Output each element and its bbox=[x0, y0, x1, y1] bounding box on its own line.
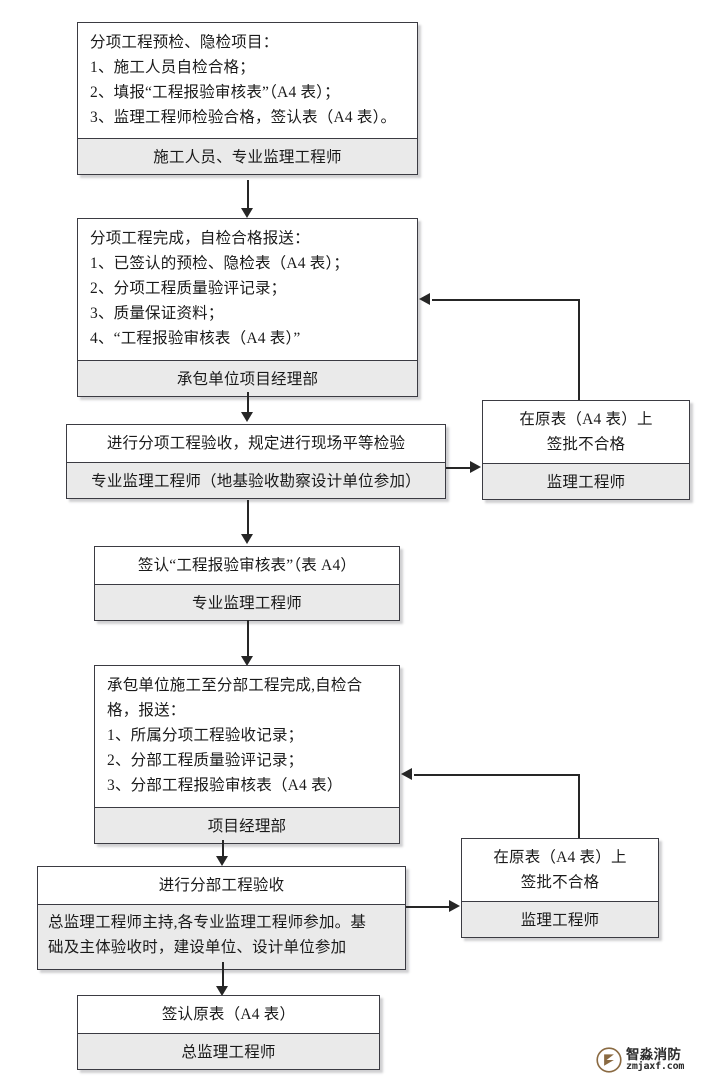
watermark-brand: 智淼消防 bbox=[626, 1047, 682, 1063]
node-actor: 承包单位项目经理部 bbox=[78, 359, 417, 396]
body-line: 格，报送： bbox=[107, 702, 186, 720]
body-line: 进行分部工程验收 bbox=[158, 877, 285, 894]
connector-n3-n4 bbox=[247, 500, 249, 536]
connector-n2-n3 bbox=[247, 392, 249, 414]
node-actor: 监理工程师 bbox=[483, 463, 689, 500]
arrowhead-n6-n7 bbox=[216, 986, 228, 996]
body-line: 1、已签认的预检、隐检表（A4 表）； bbox=[90, 255, 350, 273]
arrowhead-n5-n6 bbox=[216, 856, 228, 866]
node-box-division-complete: 承包单位施工至分部工程完成,自检合 格，报送： 1、所属分项工程验收记录； 2、… bbox=[94, 665, 400, 844]
connector-r2-n5-horizontal bbox=[414, 774, 580, 776]
body-line: 4、“工程报验审核表（A4 表）” bbox=[90, 330, 301, 348]
body-line: 在原表（A4 表）上 bbox=[519, 411, 653, 428]
node-body: 在原表（A4 表）上 签批不合格 bbox=[483, 401, 689, 464]
arrowhead-r2-n5 bbox=[401, 768, 412, 780]
body-line: 签批不合格 bbox=[520, 874, 600, 892]
body-line: 1、所属分项工程验收记录； bbox=[107, 727, 304, 745]
body-line: 2、填报“工程报验审核表”（A4 表）； bbox=[90, 84, 340, 102]
node-body: 分项工程完成，自检合格报送： 1、已签认的预检、隐检表（A4 表）； 2、分项工… bbox=[78, 219, 417, 360]
watermark: 智淼消防 zmjaxf.com bbox=[596, 1047, 684, 1073]
node-box-subitem-acceptance: 进行分项工程验收，规定进行现场平等检验 专业监理工程师（地基验收勘察设计单位参加… bbox=[66, 424, 446, 500]
watermark-url: zmjaxf.com bbox=[626, 1060, 685, 1072]
body-line: 2、分部工程质量验评记录； bbox=[107, 752, 304, 770]
connector-n3-r1 bbox=[446, 467, 472, 469]
node-actor: 项目经理部 bbox=[95, 806, 399, 843]
arrowhead-n3-r1 bbox=[470, 461, 481, 473]
node-box-division-acceptance: 进行分部工程验收 总监理工程师主持,各专业监理工程师参加。基 础及主体验收时，建… bbox=[37, 866, 406, 970]
node-box-sign-form: 签认“工程报验审核表”（表 A4） 专业监理工程师 bbox=[94, 546, 400, 622]
node-actor: 监理工程师 bbox=[462, 901, 658, 938]
node-body: 在原表（A4 表）上 签批不合格 bbox=[462, 839, 658, 902]
body-line: 分项工程完成，自检合格报送： bbox=[90, 230, 310, 247]
node-body: 签认“工程报验审核表”（表 A4） bbox=[95, 547, 399, 585]
node-box-subitem-complete: 分项工程完成，自检合格报送： 1、已签认的预检、隐检表（A4 表）； 2、分项工… bbox=[77, 218, 418, 397]
node-body: 分项工程预检、隐检项目： 1、施工人员自检合格； 2、填报“工程报验审核表”（A… bbox=[78, 23, 417, 139]
connector-n5-n6 bbox=[222, 840, 224, 858]
node-box-reject-subitem: 在原表（A4 表）上 签批不合格 监理工程师 bbox=[482, 400, 690, 501]
node-actor: 专业监理工程师 bbox=[95, 584, 399, 621]
arrowhead-n2-n3 bbox=[241, 412, 253, 422]
node-actor: 施工人员、专业监理工程师 bbox=[78, 138, 417, 175]
node-box-subitem-precheck: 分项工程预检、隐检项目： 1、施工人员自检合格； 2、填报“工程报验审核表”（A… bbox=[77, 22, 418, 176]
node-body: 进行分部工程验收 bbox=[38, 867, 405, 905]
arrowhead-n6-r2 bbox=[449, 900, 460, 912]
body-line: 在原表（A4 表）上 bbox=[493, 849, 627, 866]
node-box-sign-original-form: 签认原表（A4 表） 总监理工程师 bbox=[77, 995, 380, 1071]
zhimiao-logo-icon bbox=[596, 1047, 622, 1073]
node-body: 进行分项工程验收，规定进行现场平等检验 bbox=[67, 425, 445, 463]
arrowhead-n3-n4 bbox=[241, 534, 253, 544]
node-body: 签认原表（A4 表） bbox=[78, 996, 379, 1034]
body-line: 签批不合格 bbox=[546, 436, 626, 454]
arrowhead-r1-n2 bbox=[419, 293, 430, 305]
body-line: 3、质量保证资料； bbox=[90, 305, 224, 323]
connector-n4-n5 bbox=[247, 620, 249, 658]
watermark-text: 智淼消防 zmjaxf.com bbox=[626, 1048, 684, 1072]
arrowhead-n4-n5 bbox=[241, 656, 253, 666]
arrowhead-n1-n2 bbox=[241, 208, 253, 218]
body-line: 2、分项工程质量验评记录； bbox=[90, 280, 287, 298]
node-box-reject-division: 在原表（A4 表）上 签批不合格 监理工程师 bbox=[461, 838, 659, 939]
body-line: 3、监理工程师检验合格，签认表（A4 表）。 bbox=[90, 109, 397, 127]
connector-n1-n2 bbox=[247, 180, 249, 210]
body-line: 签认“工程报验审核表”（表 A4） bbox=[137, 557, 357, 574]
body-line: 进行分项工程验收，规定进行现场平等检验 bbox=[106, 435, 406, 452]
node-actor: 总监理工程师主持,各专业监理工程师参加。基 础及主体验收时，建设单位、设计单位参… bbox=[38, 904, 405, 969]
actor-line: 总监理工程师主持,各专业监理工程师参加。基 bbox=[48, 914, 367, 932]
connector-n6-n7 bbox=[222, 962, 224, 988]
node-actor: 总监理工程师 bbox=[78, 1033, 379, 1070]
body-line: 1、施工人员自检合格； bbox=[90, 59, 255, 77]
node-body: 承包单位施工至分部工程完成,自检合 格，报送： 1、所属分项工程验收记录； 2、… bbox=[95, 666, 399, 807]
connector-r2-n5-vertical bbox=[578, 775, 580, 860]
body-line: 签认原表（A4 表） bbox=[161, 1006, 296, 1023]
body-line: 3、分部工程报验审核表（A4 表） bbox=[107, 777, 343, 795]
body-line: 承包单位施工至分部工程完成,自检合 bbox=[107, 677, 363, 694]
actor-line: 础及主体验收时，建设单位、设计单位参加 bbox=[48, 938, 347, 956]
connector-r1-n2-horizontal bbox=[432, 299, 580, 301]
body-line: 分项工程预检、隐检项目： bbox=[90, 34, 279, 51]
connector-n6-r2 bbox=[406, 906, 450, 908]
node-actor: 专业监理工程师（地基验收勘察设计单位参加） bbox=[67, 462, 445, 499]
connector-r1-n2-vertical bbox=[578, 300, 580, 400]
